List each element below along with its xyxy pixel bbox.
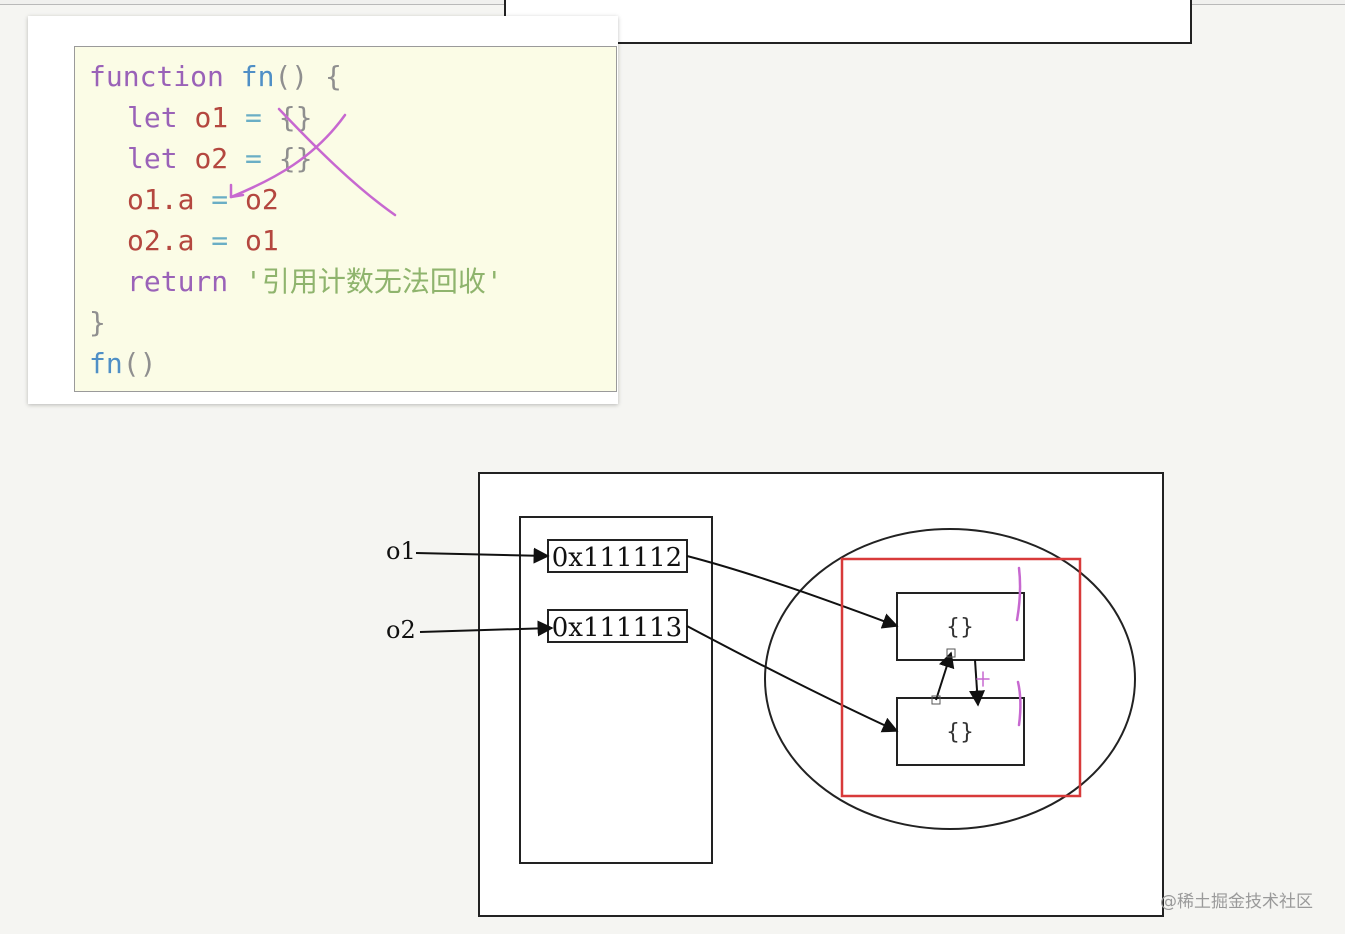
cross-stroke-up xyxy=(229,113,347,199)
anchor-handle-top xyxy=(946,648,956,658)
heap-ellipse xyxy=(764,528,1136,830)
code-panel: function fn() { let o1 = {} let o2 = {} … xyxy=(74,46,617,392)
code-line-6: return '引用计数无法回收' xyxy=(89,262,503,302)
heap-object-2 xyxy=(896,697,1025,766)
heap-object-1-label: {} xyxy=(946,615,974,640)
member-o1-a: o1.a xyxy=(127,183,195,216)
keyword-let: let xyxy=(127,101,178,134)
cyclic-reference-highlight xyxy=(840,557,1082,798)
ref-o1: o1 xyxy=(245,224,279,257)
reference-count-tick-2 xyxy=(1016,680,1022,727)
function-close: } xyxy=(89,306,106,339)
plus-mark xyxy=(976,671,990,687)
object-1-a-to-object-2-arrow xyxy=(969,659,986,707)
assign-op: = xyxy=(211,183,229,216)
stack-box xyxy=(519,516,713,864)
object-2-a-to-object-1-arrow xyxy=(935,651,955,701)
assign-op: = xyxy=(245,101,262,134)
o2-to-address-arrow xyxy=(419,620,554,637)
var-o2-label: o2 xyxy=(386,616,416,644)
assign-op: = xyxy=(245,142,262,175)
code-line-8: fn() xyxy=(89,344,156,384)
previous-frame-edge xyxy=(504,0,1192,44)
cross-stroke-down xyxy=(277,107,397,217)
assign-op: = xyxy=(211,224,229,257)
code-line-2: let o1 = {} xyxy=(89,98,312,138)
member-o2-a: o2.a xyxy=(127,224,195,257)
code-line-7: } xyxy=(89,303,106,343)
code-line-3: let o2 = {} xyxy=(89,139,312,179)
address-1-label: 0x111112 xyxy=(552,543,682,573)
keyword-return: return xyxy=(127,265,229,298)
address-2-label: 0x111113 xyxy=(552,613,682,643)
arrow-head-mark xyxy=(229,183,245,199)
return-string: '引用计数无法回收' xyxy=(245,265,503,298)
watermark: @稀土掘金技术社区 xyxy=(1160,892,1313,912)
address-2-to-object-2-arrow xyxy=(686,625,899,733)
anchor-handle-bottom xyxy=(931,695,941,705)
var-o1: o1 xyxy=(194,101,229,134)
var-o2: o2 xyxy=(194,142,229,175)
reference-count-tick-1 xyxy=(1015,566,1022,622)
address-1-to-object-1-arrow xyxy=(686,555,899,629)
code-line-1: function fn() { xyxy=(89,57,342,97)
heap-object-2-label: {} xyxy=(946,720,974,745)
keyword-function: function xyxy=(89,60,224,93)
handwritten-marks xyxy=(229,107,397,217)
heap-object-1 xyxy=(896,592,1025,661)
var-o1-label: o1 xyxy=(386,537,416,565)
function-name: fn xyxy=(240,60,275,93)
code-card: function fn() { let o1 = {} let o2 = {} … xyxy=(28,16,618,404)
o1-to-address-arrow xyxy=(415,547,550,564)
keyword-let: let xyxy=(127,142,178,175)
function-open: () { xyxy=(274,60,342,93)
call-fn: fn xyxy=(89,347,123,380)
call-parens: () xyxy=(122,347,157,380)
object-literal: {} xyxy=(278,101,313,134)
code-line-5: o2.a = o1 xyxy=(89,221,279,261)
code-line-4: o1.a = o2 xyxy=(89,180,279,220)
